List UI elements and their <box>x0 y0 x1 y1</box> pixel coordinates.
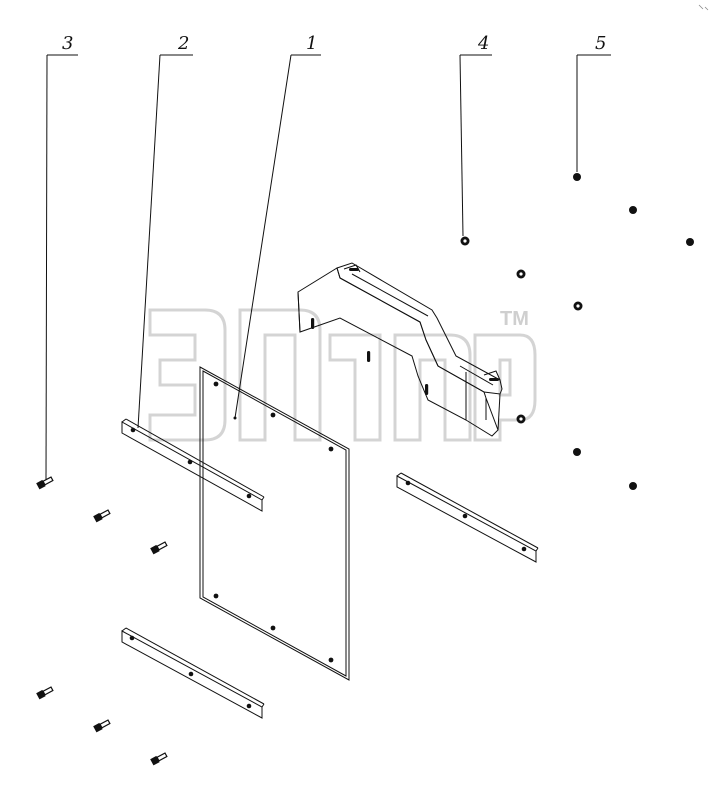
screw <box>36 686 54 700</box>
callout-number-4: 4 <box>477 33 489 54</box>
watermark-trademark: TM <box>500 308 529 330</box>
screw <box>150 541 168 555</box>
washer <box>573 448 581 456</box>
nut <box>460 236 470 246</box>
callout-4: 4 <box>459 33 492 237</box>
nut <box>573 301 583 311</box>
screw <box>93 509 111 523</box>
callout-1: 1 <box>234 33 321 419</box>
washer <box>686 238 694 246</box>
callout-5: 5 <box>576 33 611 172</box>
corner-mark <box>698 4 709 11</box>
callout-3: 3 <box>45 33 78 481</box>
callout-number-5: 5 <box>595 33 606 54</box>
screw <box>93 719 111 733</box>
nut <box>516 414 526 424</box>
washer <box>573 173 581 181</box>
watermark: TM <box>148 308 537 442</box>
strip-lower-left <box>121 627 265 719</box>
panel-part-1 <box>199 366 350 681</box>
strip-upper-left <box>121 418 265 512</box>
screws-part-3 <box>36 476 168 766</box>
callout-number-3: 3 <box>62 33 73 54</box>
nuts-part-4 <box>460 236 583 424</box>
channel-bracket <box>297 262 503 437</box>
callout-number-1: 1 <box>306 33 317 54</box>
callout-number-2: 2 <box>177 33 189 54</box>
washers-part-5 <box>573 173 694 490</box>
washer <box>629 482 637 490</box>
nut <box>516 269 526 279</box>
screw <box>150 752 168 766</box>
screw <box>36 476 54 490</box>
strip-right <box>396 472 539 563</box>
washer <box>629 206 637 214</box>
callout-2: 2 <box>137 33 193 429</box>
